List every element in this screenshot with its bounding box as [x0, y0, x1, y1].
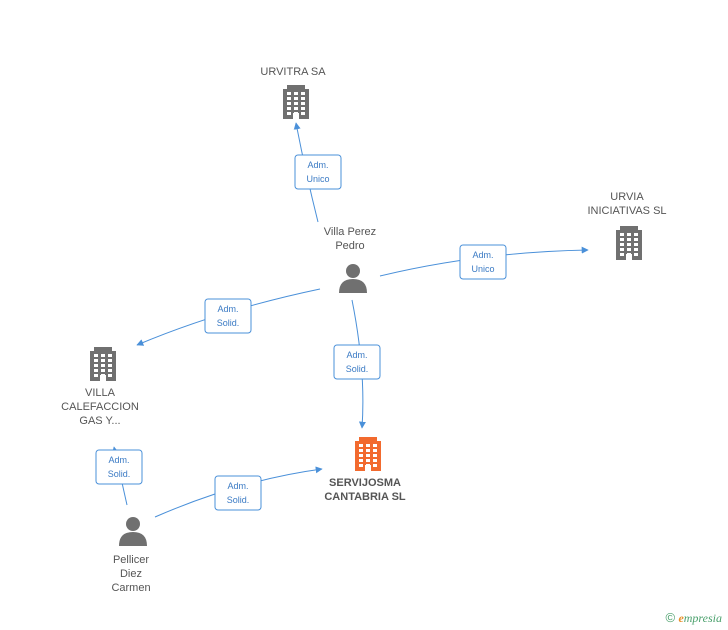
role-badge-line: Solid. [217, 318, 240, 328]
node-urvia[interactable]: URVIA INICIATIVAS SL [587, 191, 667, 260]
node-label-line: GAS Y... [79, 415, 120, 427]
role-badge-box [95, 449, 143, 485]
brand-logo-text: mpresia [683, 611, 722, 625]
role-badge-line: Unico [306, 174, 329, 184]
building-icon [90, 347, 116, 381]
person-icon [119, 517, 147, 546]
role-badge-box [204, 298, 252, 334]
person-icon [339, 264, 367, 293]
role-badge-line: Adm. [227, 481, 248, 491]
node-label-line: Carmen [111, 582, 150, 594]
role-badge-label: Adm. Solid. [346, 350, 369, 374]
role-badge-line: Unico [471, 264, 494, 274]
node-label-line: SERVIJOSMA [329, 477, 401, 489]
role-badge[interactable]: Adm. Solid. [204, 298, 252, 334]
brand-logo-e: e [678, 611, 684, 625]
role-badge[interactable]: Adm. Unico [294, 154, 342, 190]
copyright-icon: © [665, 610, 676, 625]
node-label-line: CANTABRIA SL [324, 491, 406, 503]
role-badge-line: Solid. [346, 364, 369, 374]
role-badge-label: Adm. Solid. [227, 481, 250, 505]
role-badge-box [459, 244, 507, 280]
node-label-line: INICIATIVAS SL [587, 205, 666, 217]
role-badge-line: Adm. [307, 160, 328, 170]
role-badge-box [333, 344, 381, 380]
node-label-line: URVITRA SA [260, 66, 326, 78]
role-badge-line: Solid. [108, 469, 131, 479]
role-badge[interactable]: Adm. Solid. [214, 475, 262, 511]
role-badge-line: Adm. [108, 455, 129, 465]
role-badge-line: Solid. [227, 495, 250, 505]
role-badge-label: Adm. Solid. [217, 304, 240, 328]
role-badge[interactable]: Adm. Solid. [95, 449, 143, 485]
node-label-line: URVIA [610, 191, 644, 203]
node-label-line: CALEFACCION [61, 401, 139, 413]
role-badge-label: Adm. Unico [471, 250, 494, 274]
role-badge-line: Adm. [472, 250, 493, 260]
node-label-line: VILLA [85, 387, 116, 399]
node-urvitra[interactable]: URVITRA SA [260, 66, 326, 119]
role-badge-line: Adm. [217, 304, 238, 314]
role-badge-box [294, 154, 342, 190]
node-label-line: Villa Perez [324, 226, 376, 238]
node-servijosma[interactable]: SERVIJOSMA CANTABRIA SL [324, 437, 406, 503]
node-villa-cal[interactable]: VILLA CALEFACCION GAS Y... [61, 347, 139, 427]
node-label: SERVIJOSMA CANTABRIA SL [324, 477, 406, 503]
role-badge[interactable]: Adm. Solid. [333, 344, 381, 380]
node-label: VILLA CALEFACCION GAS Y... [61, 387, 139, 427]
role-badge-label: Adm. Solid. [108, 455, 131, 479]
role-badge-label: Adm. Unico [306, 160, 329, 184]
node-label-line: Pellicer [113, 554, 149, 566]
building-icon [283, 85, 309, 119]
role-badge-line: Adm. [346, 350, 367, 360]
role-badge-box [214, 475, 262, 511]
node-label-line: Pedro [335, 240, 364, 252]
role-badge[interactable]: Adm. Unico [459, 244, 507, 280]
building-icon [616, 226, 642, 260]
node-label: URVITRA SA [260, 66, 326, 78]
node-label: URVIA INICIATIVAS SL [587, 191, 666, 217]
brand-footer: © empresia [666, 610, 723, 626]
building-icon [355, 437, 381, 471]
node-label-line: Diez [120, 568, 142, 580]
